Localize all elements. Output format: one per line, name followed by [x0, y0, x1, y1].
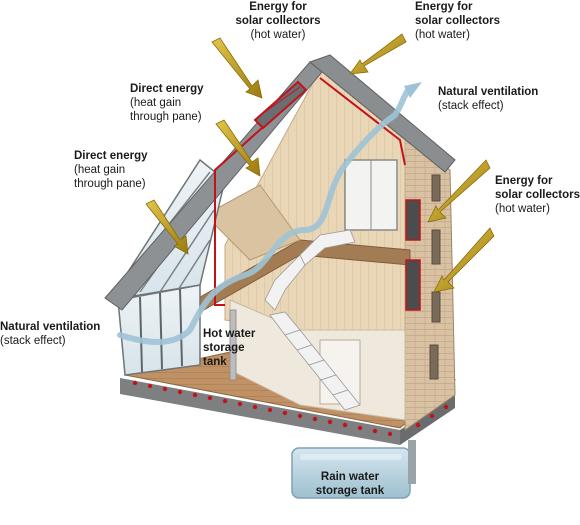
label-line: tank [203, 356, 227, 368]
loft-platform [204, 184, 301, 261]
foundation-front [120, 378, 400, 445]
label-solar-collectors-top-right: Energy for solar collectors (hot water) [415, 0, 525, 42]
label-title: Direct energy [130, 83, 204, 95]
hot-water-tank-column [229, 309, 237, 381]
label-title: solar collectors [415, 15, 501, 27]
roof-solar-collector [253, 80, 308, 130]
label-hot-water-tank: Hot water storage tank [203, 327, 273, 369]
label-sub: through pane) [130, 111, 202, 123]
label-title: Direct energy [74, 150, 148, 162]
roof-right-slope [308, 54, 456, 173]
label-ventilation-left: Natural ventilation (stack effect) [0, 320, 140, 348]
label-sub: (stack effect) [438, 100, 504, 112]
label-solar-collectors-top-left: Energy for solar collectors (hot water) [228, 0, 328, 42]
energy-arrow-4 [145, 199, 189, 255]
downpipe [408, 440, 416, 484]
label-title: solar collectors [235, 15, 321, 27]
label-title: Energy for [249, 1, 307, 13]
side-solar-collectors [405, 199, 421, 311]
label-ventilation-top: Natural ventilation (stack effect) [438, 85, 578, 113]
energy-arrow-3 [215, 119, 261, 177]
energy-arrow-6 [433, 227, 495, 293]
label-direct-energy-lower: Direct energy (heat gain through pane) [74, 149, 184, 191]
energy-arrow-1 [211, 37, 263, 99]
label-line: storage tank [315, 485, 385, 497]
hot-water-pipe-roof [319, 77, 406, 166]
energy-arrow-2 [349, 33, 407, 75]
label-rain-water-tank: Rain water storage tank [300, 470, 400, 498]
label-sub: (heat gain [130, 97, 182, 109]
label-sub: (hot water) [415, 29, 470, 41]
label-title: Energy for [415, 1, 473, 13]
label-title: Energy for [495, 175, 553, 187]
label-line: Rain water [320, 471, 380, 483]
floor-heating-pipes [132, 380, 449, 437]
foundation-side [400, 395, 455, 445]
label-line: Hot water [203, 328, 256, 340]
label-sub: (stack effect) [0, 335, 66, 347]
label-title: solar collectors [495, 189, 580, 201]
ventilation-arrowhead [404, 82, 422, 98]
label-sub: (heat gain [74, 164, 126, 176]
label-sub: (hot water) [495, 203, 550, 215]
ventilation-airflow [117, 85, 413, 345]
side-windows [429, 174, 441, 380]
sunspace-mullions [139, 288, 183, 373]
label-sub: through pane) [74, 178, 146, 190]
staircase [264, 229, 361, 411]
label-title: Natural ventilation [0, 321, 101, 333]
energy-arrow-5 [427, 159, 491, 223]
label-title: Natural ventilation [438, 86, 539, 98]
label-sub: (hot water) [250, 29, 306, 41]
label-solar-collectors-right: Energy for solar collectors (hot water) [495, 174, 580, 216]
label-line: storage [203, 342, 245, 354]
label-direct-energy-upper: Direct energy (heat gain through pane) [130, 82, 240, 124]
